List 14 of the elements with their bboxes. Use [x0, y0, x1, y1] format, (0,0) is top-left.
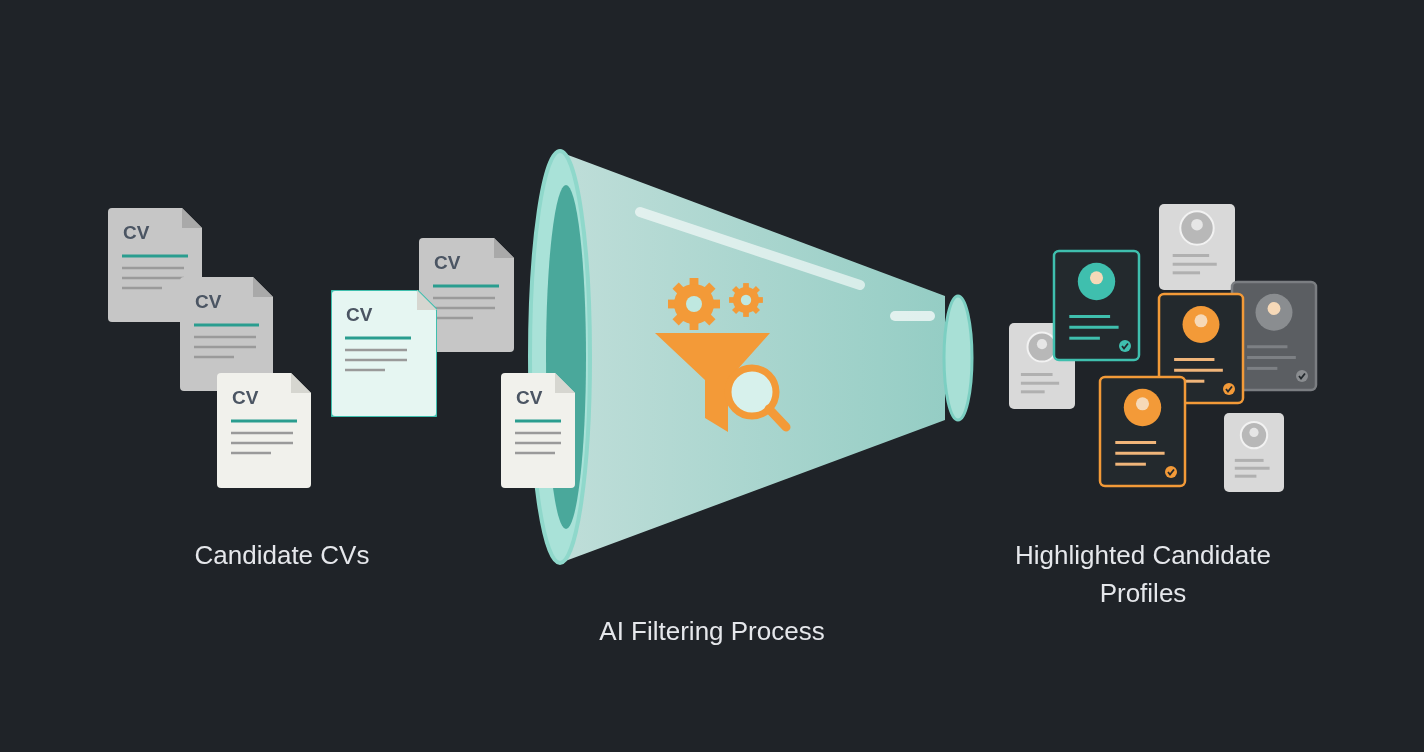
cv-document	[217, 373, 311, 488]
cv-document	[419, 238, 514, 352]
document-label: CV	[195, 291, 222, 313]
cv-document	[331, 290, 437, 417]
document-label: CV	[346, 304, 373, 326]
caption: Candidate CVs	[193, 539, 371, 572]
cv-document	[501, 373, 575, 488]
caption: Highlighted Candidate Profiles	[1014, 539, 1272, 610]
document-label: CV	[123, 222, 150, 244]
caption: AI Filtering Process	[598, 615, 826, 648]
cv-document	[180, 277, 273, 391]
document-label: CV	[232, 387, 259, 409]
document-label: CV	[516, 387, 543, 409]
document-label: CV	[434, 252, 461, 274]
